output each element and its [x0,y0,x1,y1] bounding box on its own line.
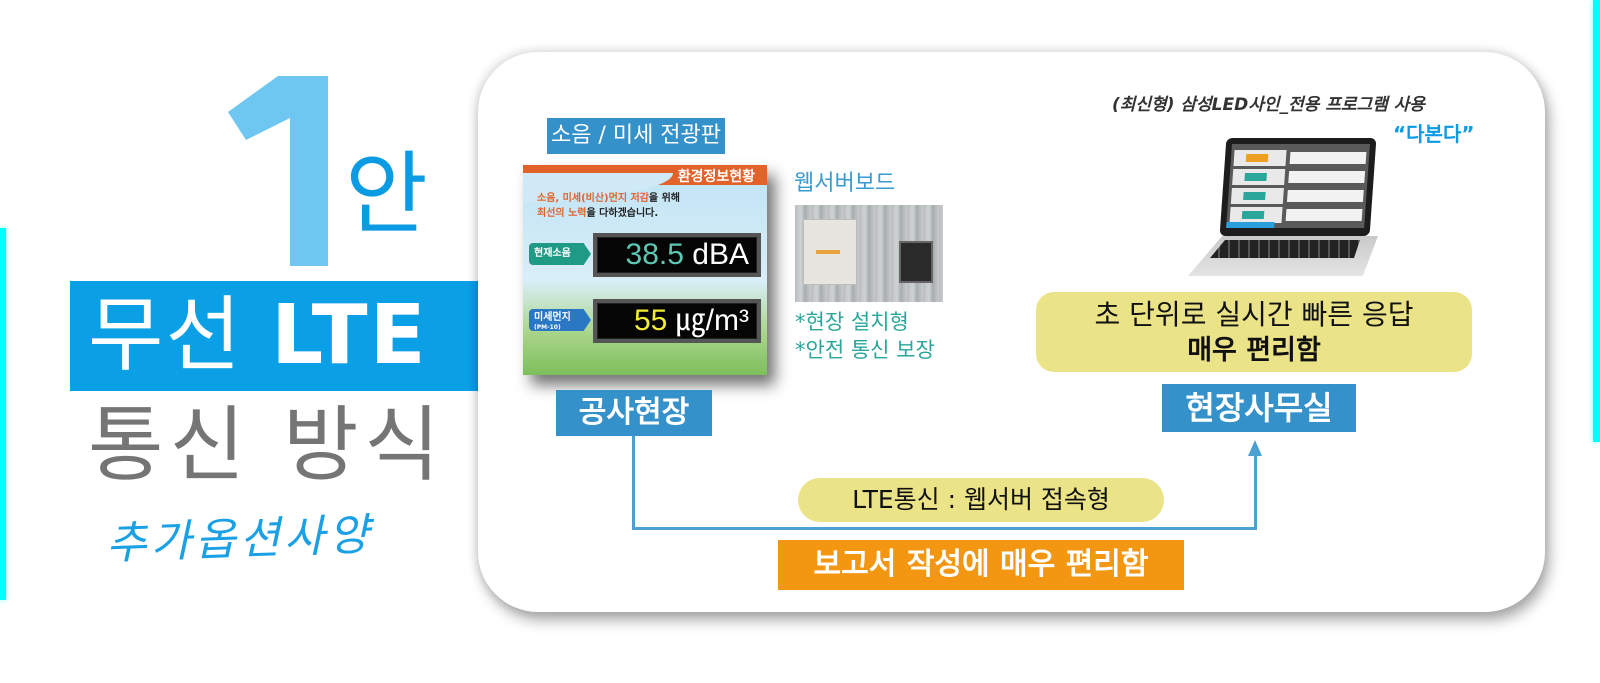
board-message-rest-2: 을 다하겠습니다. [586,208,659,219]
board-message-rest-1: 을 위해 [648,193,680,204]
big-number-one [228,76,328,266]
connection-method-pill: LTE통신 : 웹서버 접속형 [798,478,1164,522]
dust-unit: ㎍/m³ [675,304,749,337]
connector-line-right [1254,452,1257,530]
hero-line1-korean: 무선 [88,288,243,383]
response-line-1: 초 단위로 실시간 빠른 응답 [1094,298,1414,331]
board-message-highlight-2: 최선의 노력 [537,208,587,219]
dust-tag-sub: (PM-10) [534,324,561,331]
connection-benefit-banner: 보고서 작성에 매우 편리함 [778,540,1184,590]
response-line-2: 매우 편리함 [1187,335,1321,366]
program-name: “다본다” [1393,122,1475,146]
dust-tag: 미세먼지 (PM-10) [529,309,591,331]
display-board-image: 환경정보현황 소음, 미세(비산)먼지 저감을 위해 최선의 노력을 다하겠습니… [523,165,767,375]
webserver-note-1: *현장 설치형 [795,310,909,334]
response-highlight-box: 초 단위로 실시간 빠른 응답 매우 편리함 [1036,292,1472,372]
noise-display: 38.5 dBA [593,233,761,277]
noise-unit: dBA [692,238,749,271]
noise-tag: 현재소음 [529,243,591,265]
connector-line-bottom [632,527,1257,530]
dust-value: 55 [633,304,668,337]
hero-line2: 통신 방식 [88,398,446,493]
program-title: (최신형) 삼성LED사인_전용 프로그램 사용 [1112,95,1425,115]
dust-tag-label: 미세먼지 [534,312,571,323]
arrow-up-icon [1248,440,1262,456]
hero-tagline: 추가옵션사양 [105,509,374,570]
webserver-note-2: *안전 통신 보장 [795,338,935,362]
left-edge-accent-bar [0,228,6,600]
laptop-keyboard [1210,240,1360,258]
laptop-screen [1219,138,1377,236]
webserver-title: 웹서버보드 [794,171,896,196]
webserver-board-photo [795,205,943,302]
site-office-label: 현장사무실 [1162,384,1356,432]
board-message: 소음, 미세(비산)먼지 저감을 위해 최선의 노력을 다하겠습니다. [537,191,680,221]
meter-box [899,241,933,283]
laptop-image [1178,138,1378,288]
dust-display: 55 ㎍/m³ [593,299,761,343]
hero-line1-latin: LTE [270,288,428,383]
construction-site-label: 공사현장 [556,390,712,436]
connector-line-left [632,436,635,530]
noise-value: 38.5 [625,238,684,271]
board-label: 소음 / 미세 전광판 [547,118,725,154]
board-message-highlight-1: 소음, 미세(비산)먼지 저감 [537,193,649,204]
hero-suffix: 안 [345,142,428,247]
right-edge-accent-bar [1593,0,1600,442]
hero-lte-band [70,281,480,391]
hero-line1: 무선 LTE [88,290,428,382]
webserver-enclosure [803,219,857,285]
board-header-title: 환경정보현황 [677,169,755,185]
